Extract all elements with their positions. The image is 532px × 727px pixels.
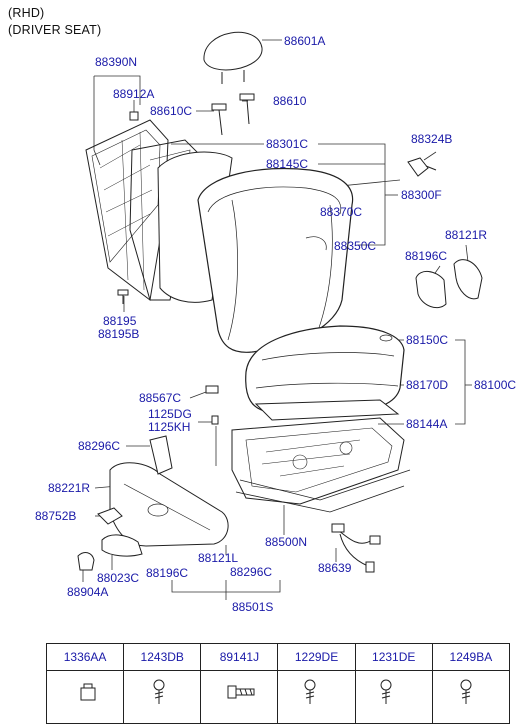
lumbar-switch-shape bbox=[407, 157, 437, 177]
part-image-cell bbox=[431, 670, 511, 724]
callout-88145C[interactable]: 88145C bbox=[266, 157, 309, 171]
callout-88639[interactable]: 88639 bbox=[318, 561, 352, 575]
callout-88150C[interactable]: 88150C bbox=[406, 333, 449, 347]
callout-1125DG[interactable]: 1125DG bbox=[148, 407, 192, 421]
seat-track-frame-shape bbox=[231, 417, 411, 513]
part-code-cell[interactable]: 1249BA bbox=[431, 643, 511, 671]
callout-88500N[interactable]: 88500N bbox=[265, 535, 308, 549]
callout-88904A[interactable]: 88904A bbox=[67, 585, 109, 599]
switch-knob-shape bbox=[97, 507, 123, 525]
callout-88296C-bottom[interactable]: 88296C bbox=[230, 565, 273, 579]
callout-1125KH[interactable]: 1125KH bbox=[148, 420, 191, 434]
diagram-header-line2: (DRIVER SEAT) bbox=[8, 23, 102, 37]
callout-88610C[interactable]: 88610C bbox=[150, 104, 193, 118]
callout-88121L[interactable]: 88121L bbox=[198, 551, 239, 565]
part-code-cell[interactable]: 1229DE bbox=[277, 643, 356, 671]
callout-88221R[interactable]: 88221R bbox=[48, 481, 91, 495]
side-shield-shape bbox=[109, 462, 229, 547]
callout-88300F[interactable]: 88300F bbox=[401, 188, 442, 202]
headrest-shape bbox=[203, 31, 263, 84]
side-bracket-shape bbox=[149, 435, 173, 475]
parts-code-row: 1336AA 1243DB 89141J 1229DE 1231DE 1249B… bbox=[45, 643, 511, 671]
callout-88121R-back[interactable]: 88121R bbox=[445, 228, 488, 242]
callout-88601A[interactable]: 88601A bbox=[284, 34, 326, 48]
callout-88370C[interactable]: 88370C bbox=[320, 205, 363, 219]
callout-88324B[interactable]: 88324B bbox=[411, 132, 453, 146]
callout-88350C[interactable]: 88350C bbox=[334, 239, 377, 253]
fastener-parts-table: 1336AA 1243DB 89141J 1229DE 1231DE 1249B… bbox=[45, 643, 511, 724]
callout-88144A[interactable]: 88144A bbox=[406, 417, 448, 431]
recline-lever-shape bbox=[101, 534, 143, 557]
part-image-cell bbox=[45, 670, 125, 724]
part-code-cell[interactable]: 1243DB bbox=[123, 643, 202, 671]
part-image-cell bbox=[200, 670, 279, 724]
part-image-cell bbox=[354, 670, 433, 724]
callout-88301C[interactable]: 88301C bbox=[266, 137, 309, 151]
part-image-cell bbox=[277, 670, 356, 724]
callout-88752B[interactable]: 88752B bbox=[35, 509, 77, 523]
callout-88567C[interactable]: 88567C bbox=[139, 391, 182, 405]
callout-88196C-back[interactable]: 88196C bbox=[405, 249, 448, 263]
callout-88610[interactable]: 88610 bbox=[273, 94, 307, 108]
callout-88100C[interactable]: 88100C bbox=[474, 378, 517, 392]
cushion-pad-shape bbox=[254, 399, 400, 421]
callout-88501S[interactable]: 88501S bbox=[232, 600, 274, 614]
side-cover-shapes bbox=[415, 259, 483, 309]
part-code-cell[interactable]: 1231DE bbox=[354, 643, 433, 671]
bolt-shapes bbox=[117, 111, 219, 425]
callout-88912A[interactable]: 88912A bbox=[113, 87, 155, 101]
callout-88296C-side[interactable]: 88296C bbox=[78, 439, 121, 453]
part-code-cell[interactable]: 89141J bbox=[200, 643, 279, 671]
wiring-harness-shape bbox=[331, 523, 381, 573]
part-image-cell bbox=[123, 670, 202, 724]
headrest-guide-shapes bbox=[211, 93, 255, 136]
callout-88195B[interactable]: 88195B bbox=[98, 327, 140, 341]
callout-88196C-side[interactable]: 88196C bbox=[146, 566, 189, 580]
diagram-header-line1: (RHD) bbox=[8, 6, 45, 20]
seatback-cover-shape bbox=[197, 167, 354, 353]
part-code-cell[interactable]: 1336AA bbox=[45, 643, 125, 671]
callout-88170D[interactable]: 88170D bbox=[406, 378, 449, 392]
callout-88195[interactable]: 88195 bbox=[103, 314, 137, 328]
parts-image-row bbox=[45, 670, 511, 724]
knob-shape bbox=[77, 552, 95, 571]
callout-88390N[interactable]: 88390N bbox=[95, 55, 138, 69]
callout-88023C[interactable]: 88023C bbox=[97, 571, 140, 585]
